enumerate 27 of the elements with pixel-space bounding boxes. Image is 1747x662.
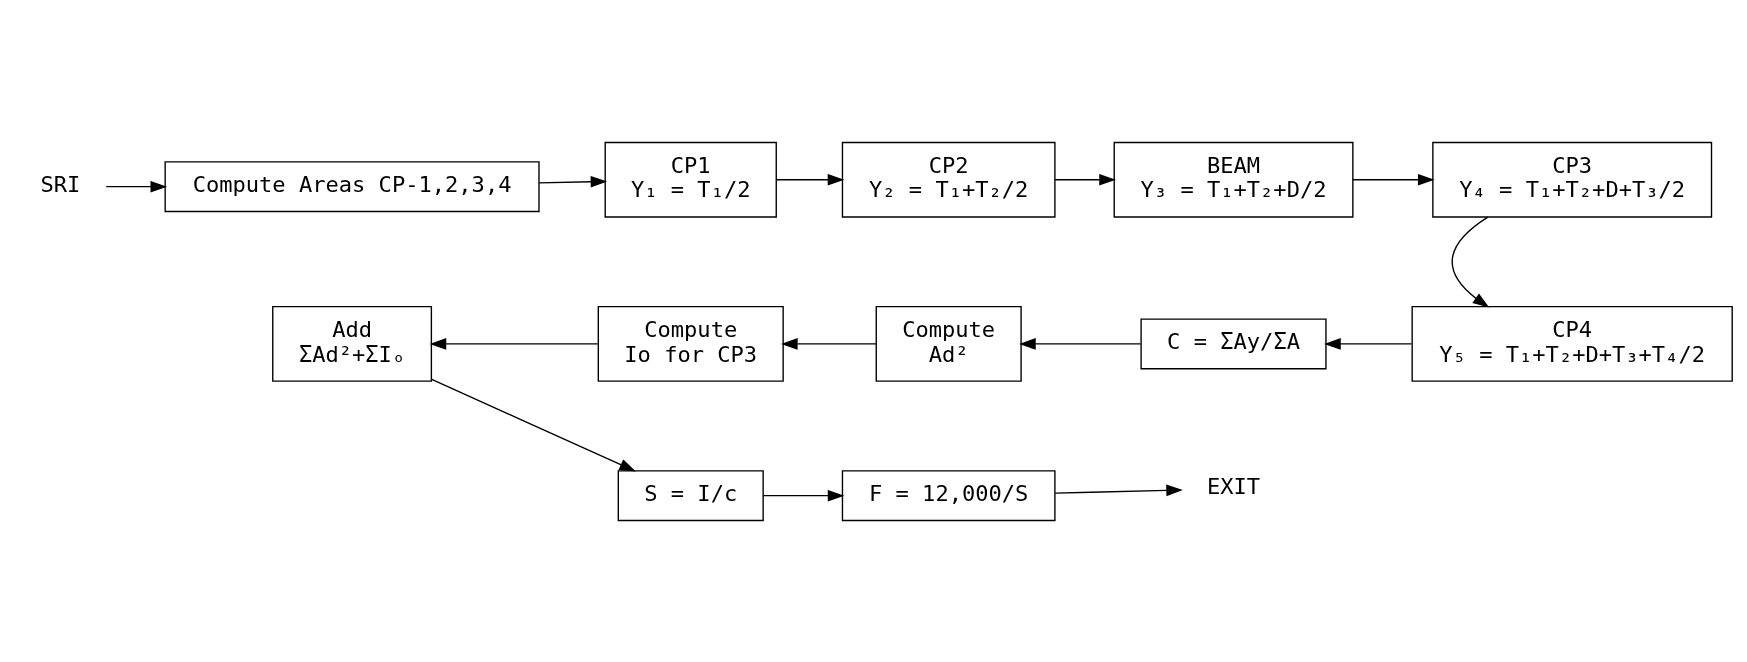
- arrow: [781, 337, 877, 350]
- node-box: CP4 Y₅ = T₁+T₂+D+T₃+T₄/2: [1411, 305, 1733, 382]
- arrow: [762, 489, 845, 501]
- node-box: S = I/c: [617, 469, 764, 521]
- node-text: SRI: [40, 171, 81, 197]
- arrow: [1324, 337, 1413, 350]
- node-box: Compute Ad²: [875, 305, 1022, 382]
- node-box: CP2 Y₂ = T₁+T₂/2: [841, 141, 1056, 218]
- node-box: CP1 Y₁ = T₁/2: [604, 141, 777, 218]
- node-box: Add ΣAd²+ΣIₒ: [272, 305, 433, 382]
- node-box: CP3 Y₄ = T₁+T₂+D+T₃/2: [1432, 141, 1713, 218]
- arrow: [431, 378, 636, 472]
- node-box: Compute Io for CP3: [597, 305, 784, 382]
- node-box: Compute Areas CP-1,2,3,4: [164, 160, 540, 212]
- arrow: [105, 180, 168, 192]
- arrow: [775, 173, 845, 186]
- arrow: [1054, 484, 1183, 496]
- arrow: [538, 175, 608, 188]
- arrow: [1352, 173, 1435, 186]
- arrow: [1054, 173, 1116, 186]
- node-text: EXIT: [1206, 473, 1261, 499]
- node-box: BEAM Y₃ = T₁+T₂+D/2: [1113, 141, 1354, 218]
- node-box: C = ΣAy/ΣA: [1140, 317, 1327, 369]
- arrow: [1451, 215, 1490, 308]
- node-box: F = 12,000/S: [841, 469, 1056, 521]
- arrow: [429, 337, 599, 350]
- arrow: [1019, 337, 1142, 350]
